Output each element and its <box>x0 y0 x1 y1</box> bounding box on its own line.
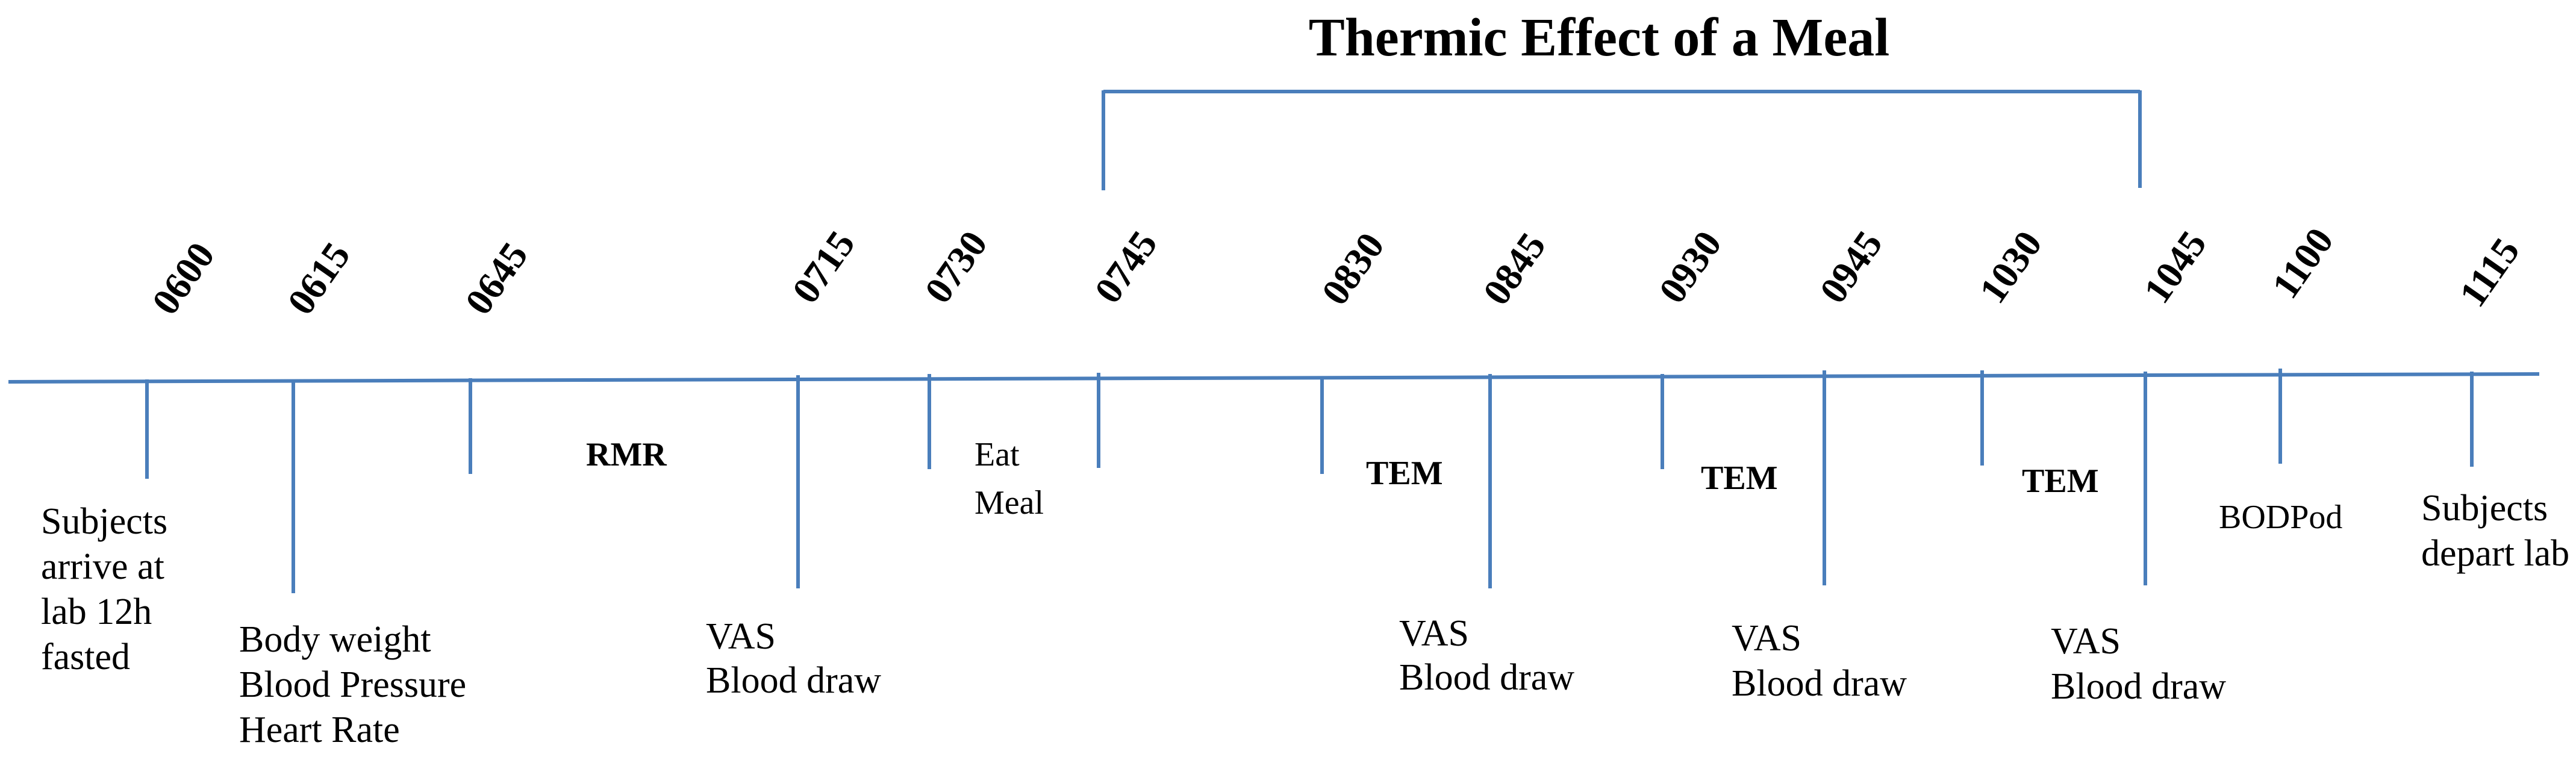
tem-bracket <box>1102 90 2142 190</box>
event-vas-2: VAS Blood draw <box>1399 613 1574 698</box>
event-vas-3-line-2: Blood draw <box>1732 663 1907 704</box>
event-arrive-line-4: fasted <box>41 637 130 678</box>
event-depart: Subjects depart lab <box>2421 488 2569 574</box>
event-arrive: Subjects arrive at lab 12h fasted <box>41 501 167 678</box>
event-body-line-3: Heart Rate <box>239 709 400 750</box>
time-labels: 0600 0615 0645 0715 0730 0745 0830 0845 … <box>143 220 2528 322</box>
event-arrive-line-1: Subjects <box>41 501 167 542</box>
event-arrive-line-3: lab 12h <box>41 591 152 632</box>
time-label-1100: 1100 <box>2263 220 2342 306</box>
event-vas-1-line-1: VAS <box>706 616 776 657</box>
event-vas-3: VAS Blood draw <box>1732 618 1907 704</box>
time-label-0715: 0715 <box>784 223 863 311</box>
event-vas-1-line-2: Blood draw <box>706 660 881 701</box>
event-tem-3: TEM <box>2022 463 2099 500</box>
time-label-0945: 0945 <box>1811 223 1891 311</box>
event-vas-2-line-2: Blood draw <box>1399 657 1574 698</box>
event-eat-line-1: Eat <box>975 436 1020 473</box>
event-body-measures: Body weight Blood Pressure Heart Rate <box>239 619 466 750</box>
event-vas-1: VAS Blood draw <box>706 616 881 701</box>
time-label-0615: 0615 <box>279 234 358 322</box>
event-arrive-line-2: arrive at <box>41 546 164 587</box>
diagram-title: Thermic Effect of a Meal <box>1309 8 1890 67</box>
event-eat-line-2: Meal <box>975 484 1044 522</box>
time-label-1030: 1030 <box>1971 223 2050 311</box>
event-rmr: RMR <box>586 436 667 473</box>
event-tem-1: TEM <box>1366 455 1443 492</box>
timeline-axis <box>8 372 2540 384</box>
time-label-1115: 1115 <box>2451 230 2528 314</box>
event-tem-2: TEM <box>1701 459 1778 497</box>
event-eat-meal: Eat Meal <box>975 436 1044 522</box>
time-label-0745: 0745 <box>1086 223 1165 311</box>
event-depart-line-1: Subjects <box>2421 488 2548 529</box>
time-label-1045: 1045 <box>2135 223 2215 311</box>
event-depart-line-2: depart lab <box>2421 533 2569 574</box>
event-body-line-1: Body weight <box>239 619 431 660</box>
event-vas-4-line-2: Blood draw <box>2051 666 2226 707</box>
timeline-ticks <box>145 369 2474 593</box>
time-label-0930: 0930 <box>1650 223 1730 311</box>
event-vas-2-line-1: VAS <box>1399 613 1469 654</box>
event-vas-4-line-1: VAS <box>2051 621 2121 662</box>
event-vas-4: VAS Blood draw <box>2051 621 2226 707</box>
time-label-0830: 0830 <box>1313 225 1392 313</box>
time-label-0730: 0730 <box>916 223 996 311</box>
event-body-line-2: Blood Pressure <box>239 664 466 705</box>
event-bodpod: BODPod <box>2219 499 2342 536</box>
time-label-0645: 0645 <box>457 234 536 322</box>
time-label-0845: 0845 <box>1474 225 1554 313</box>
time-label-0600: 0600 <box>143 234 223 322</box>
event-vas-3-line-1: VAS <box>1732 618 1801 659</box>
